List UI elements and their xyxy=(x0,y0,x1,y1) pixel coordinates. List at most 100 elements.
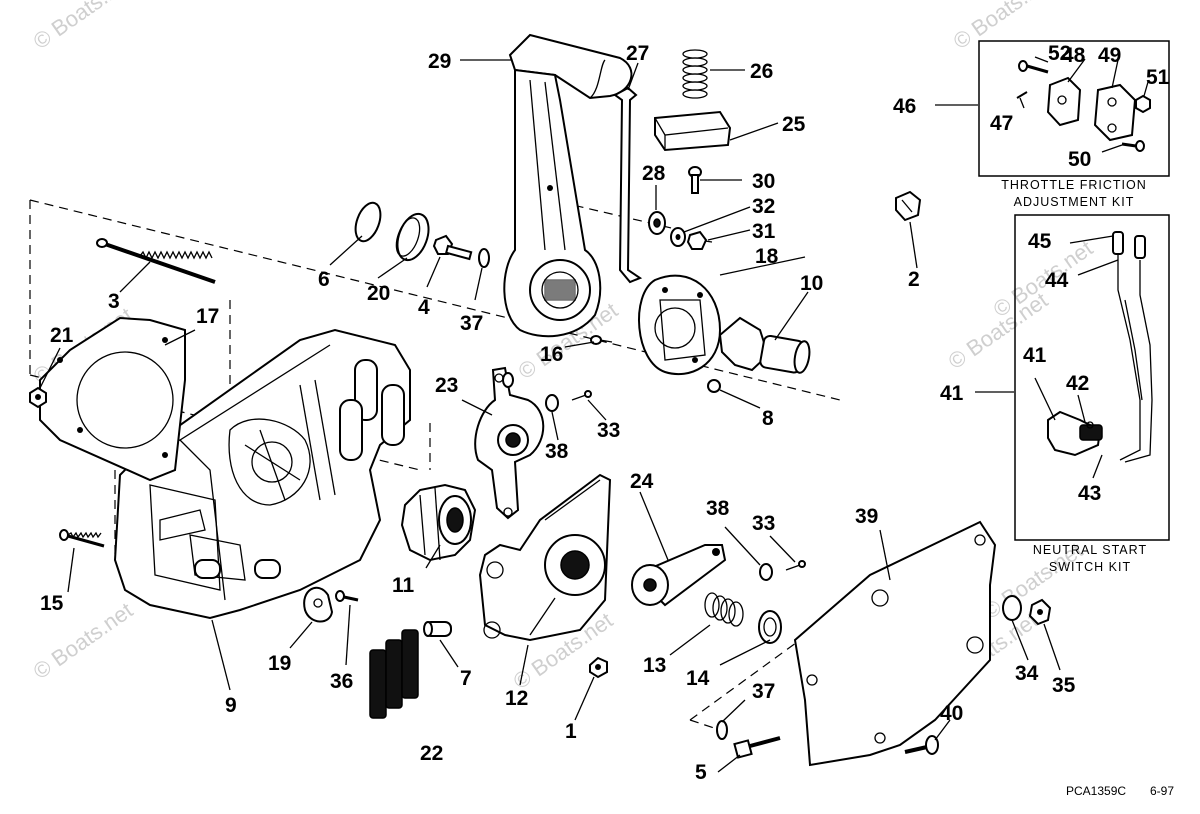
arm-part-23 xyxy=(474,366,545,520)
callout-16: 16 xyxy=(540,343,563,366)
small-ring xyxy=(502,372,514,388)
pin-part-33-right xyxy=(785,560,806,571)
callout-35: 35 xyxy=(1052,674,1076,697)
neutral-start-switch-kit: NEUTRAL START SWITCH KIT xyxy=(1014,214,1170,574)
clip-part-20 xyxy=(395,212,430,262)
callout-12: 12 xyxy=(505,687,528,710)
callout-40: 40 xyxy=(940,702,963,725)
callout-36: 36 xyxy=(330,670,353,693)
washer-part-28 xyxy=(648,211,666,235)
screw-part-30 xyxy=(688,166,702,194)
callout-32: 32 xyxy=(752,195,775,218)
callout-14: 14 xyxy=(686,667,710,690)
switch-kit-title-line2: SWITCH KIT xyxy=(1049,560,1131,574)
callout-51: 51 xyxy=(1146,66,1170,89)
callout-48: 48 xyxy=(1062,44,1086,67)
callouts: 1 2 3 4 5 6 7 8 9 10 11 12 13 14 15 16 1… xyxy=(40,42,1170,784)
callout-38b: 38 xyxy=(706,497,730,520)
callout-3: 3 xyxy=(108,290,120,313)
ball-part-8 xyxy=(707,379,721,393)
callout-33a: 33 xyxy=(597,419,620,442)
lever-part-29 xyxy=(503,33,633,338)
gasket-part-17 xyxy=(39,316,186,482)
spring-part-26 xyxy=(682,49,708,99)
bolt-part-5 xyxy=(733,736,781,759)
screw-part-16 xyxy=(590,335,613,345)
callout-34: 34 xyxy=(1015,662,1039,685)
callout-45: 45 xyxy=(1028,230,1052,253)
callout-8: 8 xyxy=(762,407,774,430)
figure-code: PCA1359C xyxy=(1066,784,1126,798)
callout-17: 17 xyxy=(196,305,219,328)
washer-part-38 xyxy=(545,394,559,412)
callout-29: 29 xyxy=(428,50,451,73)
washer-part-38-right xyxy=(759,563,773,581)
callout-11: 11 xyxy=(392,574,415,597)
callout-20: 20 xyxy=(367,282,390,305)
pin-part-33 xyxy=(571,390,592,401)
callout-37a: 37 xyxy=(460,312,483,335)
callout-4: 4 xyxy=(418,296,430,319)
callout-47: 47 xyxy=(990,112,1013,135)
nut-part-35 xyxy=(1028,598,1052,626)
callout-33b: 33 xyxy=(752,512,775,535)
pads-part-22 xyxy=(369,629,419,719)
callout-1: 1 xyxy=(565,720,577,743)
watermark: © Boats.net xyxy=(29,0,138,54)
bolt-part-31 xyxy=(686,230,713,250)
callout-38a: 38 xyxy=(545,440,569,463)
callout-30: 30 xyxy=(752,170,775,193)
callout-24: 24 xyxy=(630,470,654,493)
spring-part-13 xyxy=(704,592,744,627)
callout-2: 2 xyxy=(908,268,920,291)
screw-part-36 xyxy=(335,590,359,602)
callout-6: 6 xyxy=(318,268,330,291)
callout-22: 22 xyxy=(420,742,443,765)
plate-part-12 xyxy=(478,473,612,642)
callout-13: 13 xyxy=(643,654,666,677)
bolt-part-3 xyxy=(96,238,216,284)
callout-41b: 41 xyxy=(1023,344,1047,367)
callout-39: 39 xyxy=(855,505,878,528)
washer-part-37-lower xyxy=(716,720,728,740)
nut-part-21 xyxy=(29,386,47,409)
screw-part-15 xyxy=(59,529,105,548)
cover-part-39 xyxy=(793,520,997,767)
clip-part-19 xyxy=(303,586,334,623)
callout-42: 42 xyxy=(1066,372,1089,395)
callout-10: 10 xyxy=(800,272,823,295)
leader-lines xyxy=(39,56,1149,773)
washer-part-37 xyxy=(478,248,490,268)
throttle-kit-title-line1: THROTTLE FRICTION xyxy=(1001,178,1146,192)
pin-part-7 xyxy=(423,621,452,637)
callout-41a: 41 xyxy=(940,382,964,405)
callout-7: 7 xyxy=(460,667,472,690)
watermark: © Boats.net xyxy=(949,0,1058,54)
screw-part-40 xyxy=(904,735,939,755)
callout-50: 50 xyxy=(1068,148,1091,171)
cam-part-18 xyxy=(638,274,722,376)
callout-26: 26 xyxy=(750,60,773,83)
bracket-part-27 xyxy=(613,86,643,284)
callout-49: 49 xyxy=(1098,44,1121,67)
throttle-friction-kit: THROTTLE FRICTION ADJUSTMENT KIT xyxy=(978,40,1170,209)
callout-21: 21 xyxy=(50,324,74,347)
callout-46: 46 xyxy=(893,95,916,118)
callout-25: 25 xyxy=(782,113,806,136)
callout-44: 44 xyxy=(1045,269,1069,292)
callout-31: 31 xyxy=(752,220,776,243)
callout-28: 28 xyxy=(642,162,666,185)
figure-date: 6-97 xyxy=(1150,784,1174,798)
callout-23: 23 xyxy=(435,374,458,397)
switch-kit-title-line1: NEUTRAL START xyxy=(1033,543,1147,557)
shaft-part-10 xyxy=(718,316,811,374)
washer-part-32 xyxy=(670,227,686,247)
ring-part-6 xyxy=(354,201,382,243)
callout-52: 52 xyxy=(1048,42,1071,65)
callout-37b: 37 xyxy=(752,680,775,703)
callout-18: 18 xyxy=(755,245,779,268)
callout-15: 15 xyxy=(40,592,64,615)
seal-part-14 xyxy=(758,610,782,644)
figure-footer: PCA1359C 6-97 xyxy=(1066,784,1174,798)
